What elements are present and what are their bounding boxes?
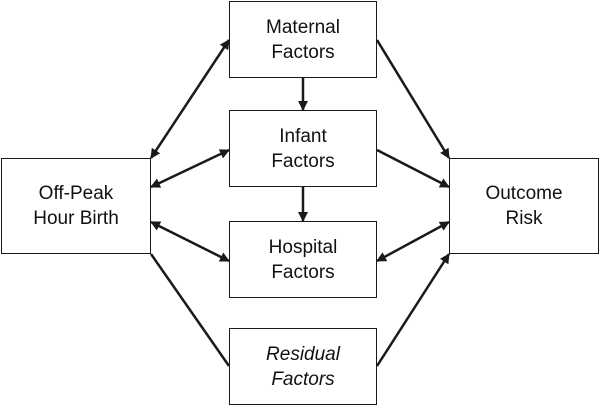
- node-outcome-risk: Outcome Risk: [449, 158, 599, 254]
- node-maternal-line1: Maternal: [266, 16, 340, 38]
- edge-hospital-outcome: [376, 220, 450, 263]
- node-maternal-factors: Maternal Factors: [229, 1, 377, 78]
- node-residual-factors: Residual Factors: [229, 328, 377, 405]
- edge-maternal-outcome: [375, 39, 451, 159]
- node-offpeak-line2: Hour Birth: [33, 208, 119, 229]
- edge-residual-outcome: [375, 253, 451, 367]
- node-hospital-line1: Hospital: [268, 236, 338, 258]
- node-off-peak-hour-birth: Off-Peak Hour Birth: [1, 158, 151, 254]
- edge-infant-outcome: [376, 148, 450, 189]
- edge-offpeak-hospital: [150, 220, 230, 263]
- node-infant-line2: Factors: [271, 150, 335, 172]
- node-residual-line1: Residual: [266, 343, 340, 365]
- node-infant-factors: Infant Factors: [229, 110, 377, 187]
- edge-offpeak-residual: [149, 253, 231, 367]
- node-offpeak-line1: Off-Peak: [38, 183, 114, 204]
- node-outcome-line2: Risk: [505, 208, 543, 229]
- node-infant-line1: Infant: [279, 125, 327, 147]
- node-maternal-line2: Factors: [271, 41, 335, 63]
- edge-offpeak-infant: [150, 148, 230, 189]
- node-hospital-line2: Factors: [271, 261, 335, 283]
- node-outcome-line1: Outcome: [485, 183, 563, 204]
- edge-offpeak-maternal: [149, 39, 231, 159]
- node-hospital-factors: Hospital Factors: [229, 221, 377, 298]
- node-residual-line2: Factors: [271, 368, 335, 390]
